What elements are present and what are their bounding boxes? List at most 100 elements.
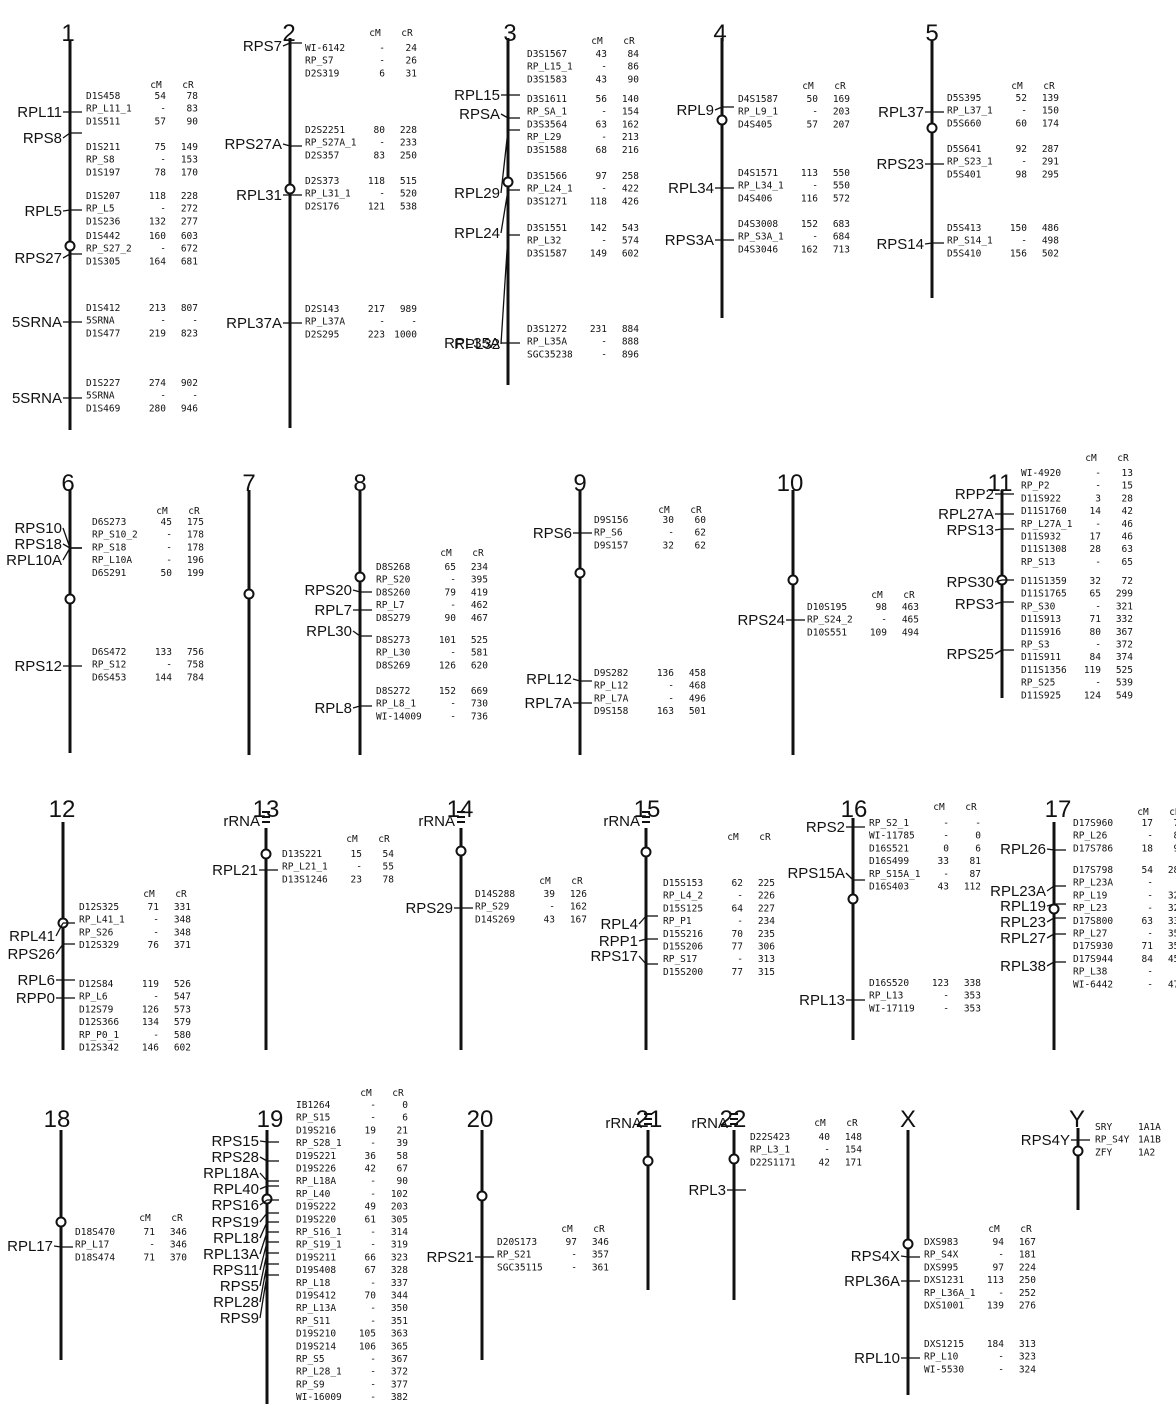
marker-cr: 112 [964, 882, 981, 893]
centromere-icon [502, 176, 514, 188]
marker-name: D19S216 [296, 1125, 336, 1136]
marker-cr: 498 [1042, 236, 1059, 247]
marker-cm: 79 [445, 587, 457, 598]
gene-label: RPS5 [220, 1278, 259, 1295]
cm-header: cM [591, 36, 603, 47]
marker-name: D13S221 [282, 849, 322, 860]
marker-name: D19S412 [296, 1291, 336, 1302]
marker-cm: 213 [149, 303, 166, 314]
marker-row: WI-16009-382 [296, 1392, 408, 1403]
gene-label: RPL4 [600, 916, 638, 933]
gene-connector [500, 189, 509, 234]
marker-cr: 574 [622, 236, 639, 247]
marker-name: D11S1359 [1021, 576, 1067, 587]
marker-cm: 184 [987, 1339, 1004, 1350]
marker-name: DXS1215 [924, 1339, 964, 1350]
marker-cm: - [1095, 557, 1101, 568]
marker-cr: 602 [622, 248, 639, 259]
marker-cr: 299 [1116, 589, 1133, 600]
marker-name: D11S1308 [1021, 544, 1067, 555]
marker-cm: - [379, 138, 385, 149]
marker-name: RP_L36A_1 [924, 1288, 976, 1299]
marker-name: RP_L23 [1073, 903, 1107, 914]
marker-row: RP_L13A-350 [296, 1303, 408, 1314]
marker-name: D4S1587 [738, 94, 778, 105]
gene-connector [259, 1274, 268, 1319]
marker-cm: - [370, 1354, 376, 1365]
marker-cm: - [998, 1352, 1004, 1363]
marker-name: D5S660 [947, 118, 982, 129]
gene-label: RPS23 [876, 156, 924, 173]
marker-name: D9S158 [594, 706, 629, 717]
gene-label: RPL30 [306, 623, 352, 640]
marker-cm: - [370, 1176, 376, 1187]
centromere-icon [476, 1190, 488, 1202]
marker-cm: - [160, 155, 166, 166]
gene-label: RPL15 [454, 87, 500, 104]
marker-row: RP_S25-539 [1021, 678, 1133, 689]
marker-cm: 83 [374, 150, 385, 161]
marker-name: RP_L6 [79, 992, 108, 1003]
marker-cm: - [450, 648, 456, 659]
marker-cm: 78 [155, 167, 167, 178]
marker-cm: 70 [365, 1291, 377, 1302]
marker-name: D3S1567 [527, 49, 567, 60]
marker-row: 5SRNA-- [86, 391, 198, 402]
marker-cm: 18 [1142, 843, 1154, 854]
marker-name: RP_S25 [1021, 678, 1055, 689]
marker-cr: 224 [1019, 1262, 1036, 1273]
gene-label: RPL11 [17, 104, 62, 121]
marker-name: RP_S28_1 [296, 1138, 342, 1149]
marker-name: RP_P1 [663, 916, 692, 927]
marker-name: WI-14009 [376, 711, 422, 722]
marker-row: RP_L17-346 [75, 1240, 187, 1251]
marker-cm: 163 [657, 706, 674, 717]
marker-cr: 67 [397, 1164, 408, 1175]
marker-name: D3S1611 [527, 94, 567, 105]
marker-cm: - [370, 1189, 376, 1200]
marker-cr: 87 [970, 869, 981, 880]
marker-row: RP_S7-26 [305, 56, 417, 67]
marker-cr: 313 [758, 954, 775, 965]
marker-cr: 350 [1168, 929, 1176, 940]
marker-cr: 225 [758, 878, 775, 889]
marker-cm: - [1021, 236, 1027, 247]
gene-label: RPL37 [878, 104, 924, 121]
marker-name: D9S282 [594, 668, 628, 679]
marker-cr: 0 [975, 831, 981, 842]
gene-label: RPS17 [590, 948, 638, 965]
gene-label: RPL21 [212, 862, 258, 879]
gene-connector [352, 589, 361, 593]
cr-header: cR [392, 1088, 404, 1099]
marker-cr: 84 [628, 49, 640, 60]
marker-cm: 49 [365, 1202, 377, 1213]
gene-connector [1046, 848, 1055, 851]
chromosome-number: 17 [1045, 796, 1072, 823]
gene-label: 5SRNA [12, 314, 62, 331]
marker-row: WI-6142-24 [305, 43, 417, 54]
cr-header: cR [378, 834, 390, 845]
marker-cm: 90 [445, 613, 457, 624]
gene-label: RPP1 [599, 933, 638, 950]
gene-label: RPL23A [990, 883, 1046, 900]
marker-row: RP_S26-348 [79, 927, 191, 938]
marker-cr: 178 [187, 542, 204, 553]
marker-cr: 681 [181, 256, 198, 267]
marker-cr: 90 [397, 1176, 409, 1187]
marker-row: RP_P0_1-580 [79, 1030, 191, 1041]
marker-cr: 226 [758, 891, 775, 902]
marker-cm: - [166, 542, 172, 553]
rrna-label: rRNA [605, 1115, 642, 1132]
marker-cm: 42 [365, 1164, 376, 1175]
marker-row: RP_L37_1-150 [947, 106, 1059, 117]
